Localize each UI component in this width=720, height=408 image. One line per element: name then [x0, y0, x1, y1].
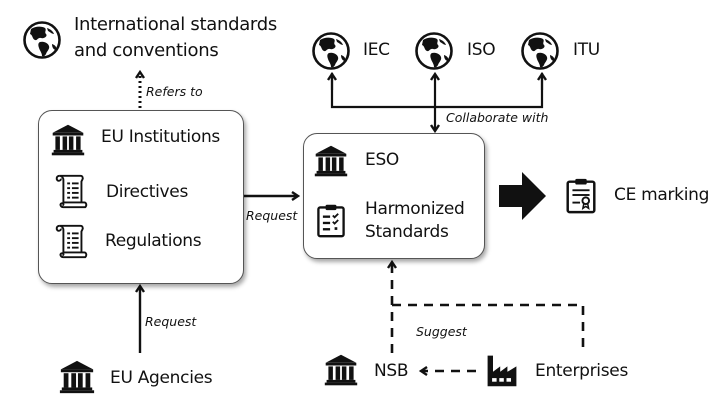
globe-icon: [311, 31, 351, 71]
standards-label: Standards: [365, 222, 449, 242]
ce-marking-label: CE marking: [614, 185, 710, 205]
refers-to-label: Refers to: [146, 84, 203, 99]
checklist-icon: [313, 200, 349, 240]
directives-label: Directives: [106, 182, 189, 202]
eu-agencies-label: EU Agencies: [110, 368, 213, 388]
globe-icon: [414, 31, 454, 71]
intl-standards-label-1: International standards: [74, 14, 277, 35]
factory-icon: [484, 352, 520, 388]
globe-icon: [520, 31, 560, 71]
certificate-clipboard-icon: [562, 174, 600, 216]
scroll-icon: [52, 222, 90, 260]
request-up-label: Request: [145, 314, 197, 329]
enterprises-label: Enterprises: [535, 361, 629, 381]
request-right-label: Request: [246, 208, 298, 223]
iso-label: ISO: [467, 40, 496, 60]
suggest-label: Suggest: [416, 324, 467, 339]
globe-icon: [22, 20, 62, 60]
nsb-label: NSB: [374, 361, 409, 381]
iec-label: IEC: [363, 40, 390, 60]
institution-icon: [323, 352, 359, 388]
eso-label: ESO: [365, 150, 400, 170]
harmonized-label: Harmonized: [365, 199, 465, 219]
collaborate-bracket: [330, 73, 544, 109]
institution-icon: [58, 358, 96, 396]
collaborate-with-label: Collaborate with: [446, 110, 549, 125]
institution-icon: [50, 122, 86, 158]
itu-label: ITU: [573, 40, 600, 60]
regulations-label: Regulations: [105, 231, 202, 251]
scroll-icon: [52, 172, 90, 210]
institution-icon: [313, 143, 349, 179]
big-arrow: [499, 172, 546, 220]
intl-standards-label-2: and conventions: [74, 40, 219, 61]
eu-institutions-label: EU Institutions: [101, 127, 220, 147]
